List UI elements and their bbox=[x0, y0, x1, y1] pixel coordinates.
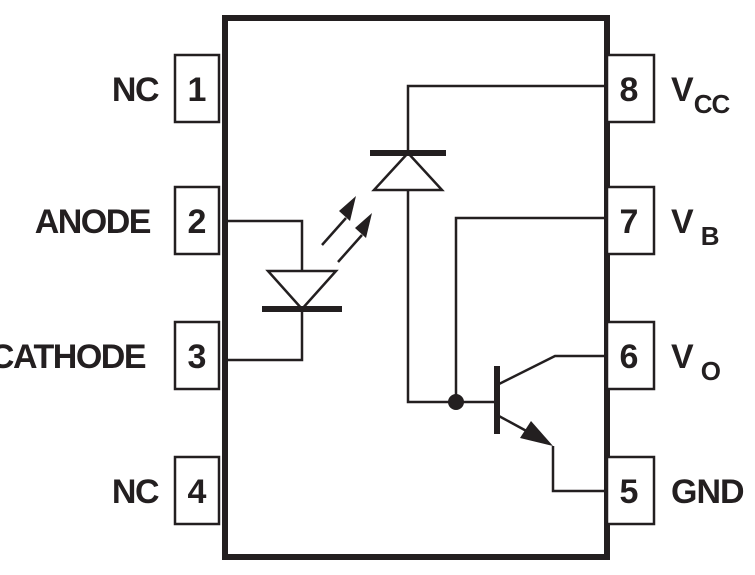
pin-2: 2 ANODE bbox=[35, 185, 221, 256]
light-arrow-2-head-icon bbox=[355, 213, 372, 238]
pin-3: 3 CATHODE bbox=[0, 320, 221, 391]
package-body bbox=[222, 15, 610, 560]
pin-3-box bbox=[173, 320, 221, 391]
cathode-wire bbox=[225, 309, 304, 362]
pin-3-label: CATHODE bbox=[0, 338, 146, 376]
light-arrow-2-shaft bbox=[337, 234, 363, 263]
pin-8-number: 8 bbox=[620, 71, 639, 109]
pin-8: 8 VCC bbox=[605, 53, 731, 124]
pin-8-label-sub: CC bbox=[694, 89, 731, 119]
phototransistor bbox=[494, 354, 607, 493]
pin-1: 1 NC bbox=[112, 53, 221, 124]
pin-4-box bbox=[173, 455, 221, 526]
pin-6-number: 6 bbox=[620, 338, 639, 376]
light-arrows bbox=[321, 196, 372, 263]
input-led bbox=[225, 219, 342, 362]
pin-4-number: 4 bbox=[188, 473, 207, 511]
pin-3-number: 3 bbox=[188, 338, 207, 376]
emitter-arrow-icon bbox=[520, 421, 553, 446]
pin-4-label: NC bbox=[112, 473, 159, 511]
pin-7-label-main: V bbox=[671, 203, 694, 241]
pin-2-box bbox=[173, 185, 221, 256]
vb-wire bbox=[454, 216, 607, 402]
anode-wire bbox=[225, 219, 304, 271]
light-arrow-1-head-icon bbox=[339, 196, 356, 221]
pin-7-number: 7 bbox=[620, 203, 639, 241]
pin-2-label: ANODE bbox=[35, 203, 151, 241]
pin-2-number: 2 bbox=[188, 203, 207, 241]
gnd-wire bbox=[551, 446, 607, 493]
pin-1-box bbox=[173, 53, 221, 124]
pin-5: 5 GND bbox=[605, 455, 745, 526]
pin-7-label-sub: B bbox=[701, 221, 719, 251]
pin-4: 4 NC bbox=[112, 455, 221, 526]
pin-8-label: VCC bbox=[671, 71, 730, 119]
led-triangle bbox=[265, 269, 339, 311]
pin-6-label-sub: O bbox=[701, 356, 721, 386]
pin-5-number: 5 bbox=[620, 473, 639, 511]
pin-8-box bbox=[605, 53, 656, 124]
photodiode-anode-wire bbox=[406, 190, 497, 404]
pin-8-label-main: V bbox=[671, 71, 694, 109]
base-connection bbox=[448, 216, 607, 410]
photodiode-triangle bbox=[371, 151, 445, 192]
pin-6-label-main: V bbox=[671, 338, 694, 376]
pin-1-label: NC bbox=[112, 71, 159, 109]
collector-wire bbox=[496, 354, 607, 387]
photodiode bbox=[370, 84, 607, 404]
base-junction-dot bbox=[448, 394, 464, 410]
pin-5-label: GND bbox=[671, 473, 744, 511]
light-arrow-1-shaft bbox=[321, 217, 347, 246]
vcc-wire bbox=[406, 84, 607, 153]
pin-7-box bbox=[605, 185, 656, 256]
pin-1-number: 1 bbox=[188, 71, 207, 109]
